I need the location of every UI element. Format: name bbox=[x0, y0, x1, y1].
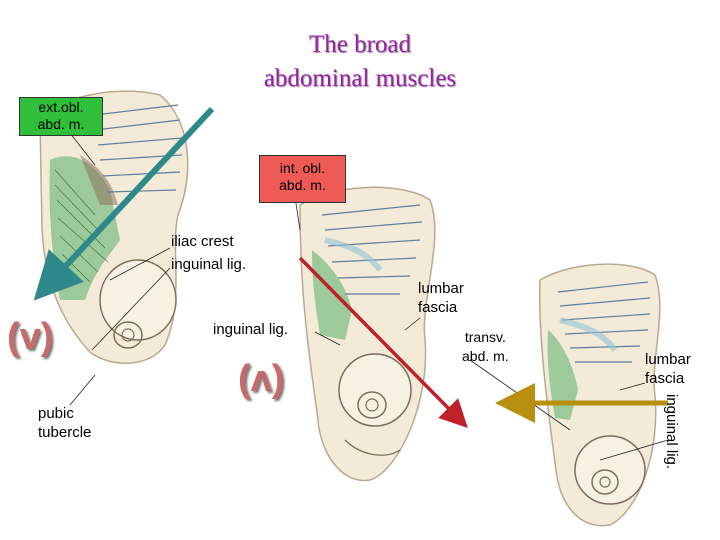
transv-line-1: transv. bbox=[464, 329, 506, 345]
lumbar-fascia-label-1: lumbar fascia bbox=[418, 279, 464, 317]
pubic-tubercle-line-1: pubic bbox=[38, 405, 74, 422]
inguinal-lig-label-2: inguinal lig. bbox=[213, 321, 289, 338]
arrow-int-oblique bbox=[298, 256, 468, 428]
v-sign: (v) bbox=[7, 316, 54, 358]
ext-obl-line-1: ext.obl. bbox=[38, 99, 84, 115]
int-obl-line-2: abd. m. bbox=[279, 177, 326, 193]
title-line-1: The broad bbox=[308, 31, 412, 58]
int-obl-line-1: int. obl. bbox=[279, 160, 326, 176]
int-obl-label-box: int. obl. abd. m. bbox=[259, 155, 346, 203]
lumbar-fascia-1-line-1: lumbar bbox=[418, 280, 464, 297]
lumbar-fascia-2-line-2: fascia bbox=[645, 370, 685, 387]
inguinal-lig-label-1: inguinal lig. bbox=[171, 256, 247, 273]
inguinal-lig-label-3: inguinal lig. bbox=[663, 394, 680, 470]
transv-label: transv. abd. m. bbox=[462, 328, 509, 366]
lumbar-fascia-1-line-2: fascia bbox=[418, 299, 458, 316]
figure-internal-oblique bbox=[299, 186, 436, 482]
lumbar-fascia-2-line-1: lumbar bbox=[645, 351, 691, 368]
inguinal-lig-label-3-wrap: inguinal lig. bbox=[663, 394, 692, 489]
lambda-sign: (ʌ) bbox=[238, 358, 285, 400]
ext-obl-label-box: ext.obl. abd. m. bbox=[19, 97, 103, 136]
figure-transversus bbox=[539, 263, 661, 527]
arrow-ext-oblique bbox=[33, 106, 215, 301]
lumbar-fascia-label-2: lumbar fascia bbox=[645, 350, 691, 388]
page-title: The broad abdominal muscles bbox=[210, 28, 510, 96]
pubic-tubercle-line-2: tubercle bbox=[38, 424, 92, 441]
title-line-2: abdominal muscles bbox=[263, 65, 457, 92]
transv-line-2: abd. m. bbox=[462, 348, 509, 364]
iliac-crest-label: iliac crest bbox=[171, 233, 234, 250]
ext-obl-line-2: abd. m. bbox=[37, 116, 85, 132]
pubic-tubercle-label: pubic tubercle bbox=[38, 404, 91, 442]
